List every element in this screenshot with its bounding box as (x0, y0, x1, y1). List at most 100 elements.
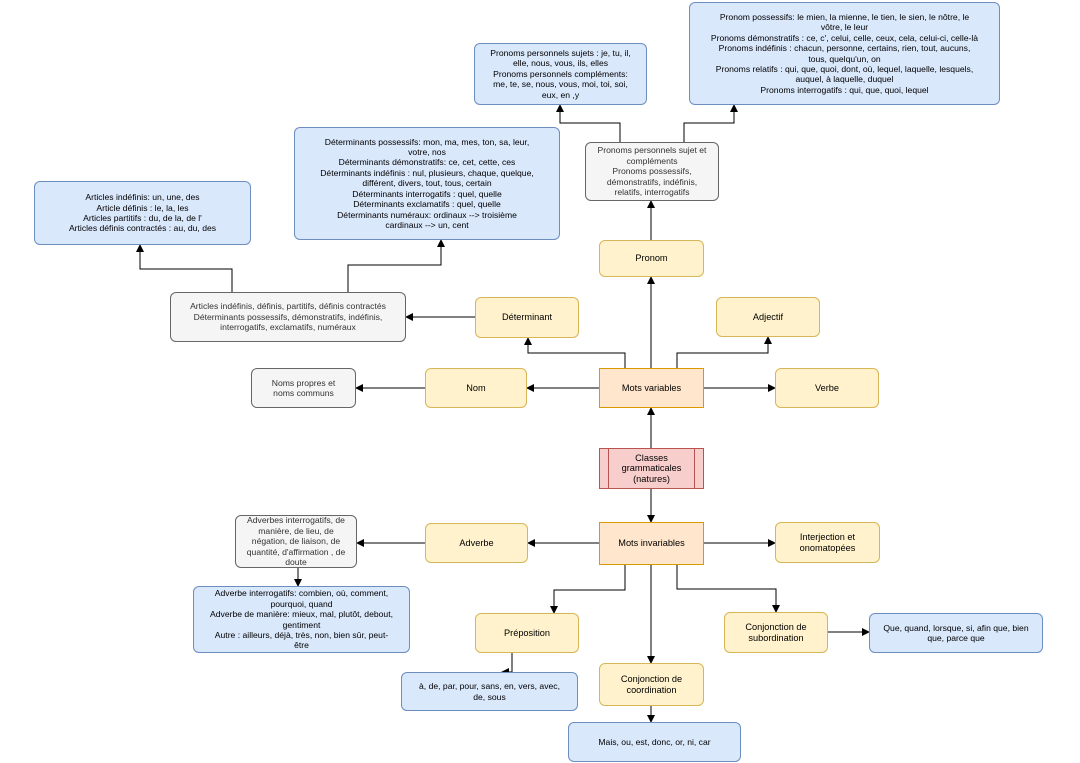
node-line: Déterminants indéfinis : nul, plusieurs,… (320, 167, 534, 178)
node-line: vôtre, le leur (820, 22, 869, 33)
node-line: Nom (466, 382, 486, 393)
node-line: démonstratifs, indéfinis, (606, 176, 698, 187)
node-line: Pronoms possessifs, (612, 166, 692, 177)
node-line: votre, nos (408, 147, 446, 158)
node-line: Articles indéfinis: un, une, des (85, 192, 200, 203)
node-line: quantité, d'affirmation , de (246, 546, 346, 557)
node-line: Pronoms personnels sujets : je, tu, il, (490, 47, 631, 58)
node-line: Articles définis contractés : au, du, de… (68, 223, 217, 234)
node-line: Pronom possessifs: le mien, la mienne, l… (719, 11, 970, 22)
adverbes-detail-node[interactable]: Adverbe interrogatifs: combien, où, comm… (193, 586, 410, 653)
node-line: (natures) (633, 473, 670, 484)
node-line: Mots variables (621, 382, 682, 393)
node-line: Adverbe (459, 537, 494, 548)
node-line: de, sous (473, 691, 506, 702)
edge-pron-summary-to-pers (556, 104, 621, 142)
node-line: coordination (626, 684, 677, 695)
node-line: Articles indéfinis, définis, partitifs, … (190, 301, 386, 312)
node-line: Adverbe de manière: mieux, mal, plutôt, … (210, 609, 393, 620)
node-line: différent, divers, tout, tous, certain (362, 178, 492, 189)
prepositions-detail-node[interactable]: à, de, par, pour, sans, en, vers, avec, … (401, 672, 578, 711)
node-line: compléments (626, 155, 678, 166)
determinant-node[interactable]: Déterminant (475, 297, 579, 338)
node-line: grammaticales (621, 463, 682, 474)
adverbe-node[interactable]: Adverbe (425, 523, 528, 563)
node-line: Pronoms démonstratifs : ce, c', celui, c… (710, 32, 979, 43)
node-line: auquel, à laquelle, duquel (795, 74, 894, 85)
edge-pron-summary-to-other (683, 104, 738, 142)
node-line: Noms propres et (271, 377, 336, 388)
node-line: elle, nous, vous, ils, elles (512, 58, 609, 69)
node-line: Pronoms relatifs : qui, que, quoi, dont,… (715, 63, 974, 74)
classes-grammaticales-node[interactable]: Classes grammaticales (natures) (599, 448, 704, 489)
node-line: Déterminants possessifs, démonstratifs, … (193, 311, 383, 322)
node-line: Autre : ailleurs, déjà, très, non, bien … (214, 629, 389, 640)
pronom-summary-node[interactable]: Pronoms personnels sujet et compléments … (585, 142, 719, 201)
preposition-node[interactable]: Préposition (475, 613, 579, 653)
node-line: eux, en ,y (541, 89, 580, 100)
node-line: Article définis : le, la, les (96, 202, 189, 213)
node-line: Conjonction de (745, 622, 807, 633)
node-line: à, de, par, pour, sans, en, vers, avec, (419, 681, 560, 692)
nom-node[interactable]: Nom (425, 368, 527, 408)
coordination-detail-node[interactable]: Mais, ou, est, donc, or, ni, car (568, 722, 741, 762)
node-line: me, te, se, nous, vous, moi, toi, soi, (493, 79, 628, 90)
node-line: cardinaux --> un, cent (385, 219, 469, 230)
node-line: Pronoms interrogatifs : qui, que, quoi, … (760, 84, 929, 95)
mots-invariables-node[interactable]: Mots invariables (599, 522, 704, 565)
node-line: Pronoms personnels compléments: (493, 68, 628, 79)
node-line: Articles partitifs : du, de la, de l' (83, 213, 202, 223)
node-line: Déterminants démonstratifs: ce, cet, cet… (338, 157, 516, 168)
node-line: Adjectif (752, 311, 784, 322)
articles-detail-node[interactable]: Articles indéfinis: un, une, des Article… (34, 181, 251, 245)
node-line: Déterminants possessifs: mon, ma, mes, t… (324, 136, 530, 147)
edge-preposition-to-detail (501, 651, 527, 676)
conjonction-subordination-node[interactable]: Conjonction de subordination (724, 612, 828, 653)
node-line: doute (285, 557, 307, 568)
node-line: Classes (635, 452, 668, 463)
noms-detail-node[interactable]: Noms propres et noms communs (251, 368, 356, 408)
node-line: Déterminants interrogatifs : quel, quell… (352, 188, 502, 199)
edge-summary-to-articles (136, 244, 233, 292)
adjectif-node[interactable]: Adjectif (716, 297, 820, 337)
node-line: onomatopées (799, 542, 856, 553)
node-line: subordination (748, 632, 804, 643)
edge-variables-to-adjectif (676, 336, 772, 368)
determinants-detail-node[interactable]: Déterminants possessifs: mon, ma, mes, t… (294, 127, 560, 240)
node-line: Verbe (814, 382, 839, 393)
mots-variables-node[interactable]: Mots variables (599, 368, 704, 408)
pronoms-autres-detail-node[interactable]: Pronom possessifs: le mien, la mienne, l… (689, 2, 1000, 105)
node-line: relatifs, interrogatifs (614, 187, 690, 198)
subordination-detail-node[interactable]: Que, quand, lorsque, si, afin que, bien … (869, 613, 1043, 653)
edge-variables-to-determinant (524, 337, 626, 368)
node-line: Interjection et (799, 532, 856, 543)
pronom-node[interactable]: Pronom (599, 240, 704, 277)
node-line: Adverbe interrogatifs: combien, où, comm… (214, 588, 389, 599)
node-line: pourquoi, quand (270, 598, 333, 609)
node-line: Mots invariables (618, 538, 685, 549)
node-line: Pronoms personnels sujet et (597, 145, 707, 156)
interjection-node[interactable]: Interjection et onomatopées (775, 522, 880, 563)
edge-invariables-to-preposition (550, 565, 626, 614)
node-line: Pronom (635, 253, 668, 264)
node-line: Adverbes interrogatifs, de (247, 515, 345, 526)
node-line: gentiment (282, 619, 321, 630)
node-line: négation, de liaison, de (251, 536, 341, 547)
determinant-summary-node[interactable]: Articles indéfinis, définis, partitifs, … (170, 292, 406, 342)
pronoms-personnels-detail-node[interactable]: Pronoms personnels sujets : je, tu, il, … (474, 43, 647, 105)
node-line: Mais, ou, est, donc, or, ni, car (598, 736, 711, 747)
node-line: Déterminants numéraux: ordinaux --> troi… (337, 209, 517, 220)
node-line: manière, de lieu, de (258, 525, 334, 536)
node-line: Préposition (504, 627, 550, 638)
node-line: noms communs (273, 388, 334, 398)
verbe-node[interactable]: Verbe (775, 368, 879, 408)
node-line: Déterminant (501, 312, 553, 323)
conjonction-coordination-node[interactable]: Conjonction de coordination (599, 663, 704, 706)
node-line: Que, quand, lorsque, si, afin que, bien (883, 622, 1029, 633)
edge-summary-to-det-detail (347, 239, 445, 292)
node-line: que, parce que (927, 633, 985, 643)
node-line: Déterminants exclamatifs : quel, quelle (353, 199, 501, 210)
node-line: tous, quelqu'un, on (808, 53, 881, 64)
adverbe-summary-node[interactable]: Adverbes interrogatifs, de manière, de l… (235, 515, 357, 568)
